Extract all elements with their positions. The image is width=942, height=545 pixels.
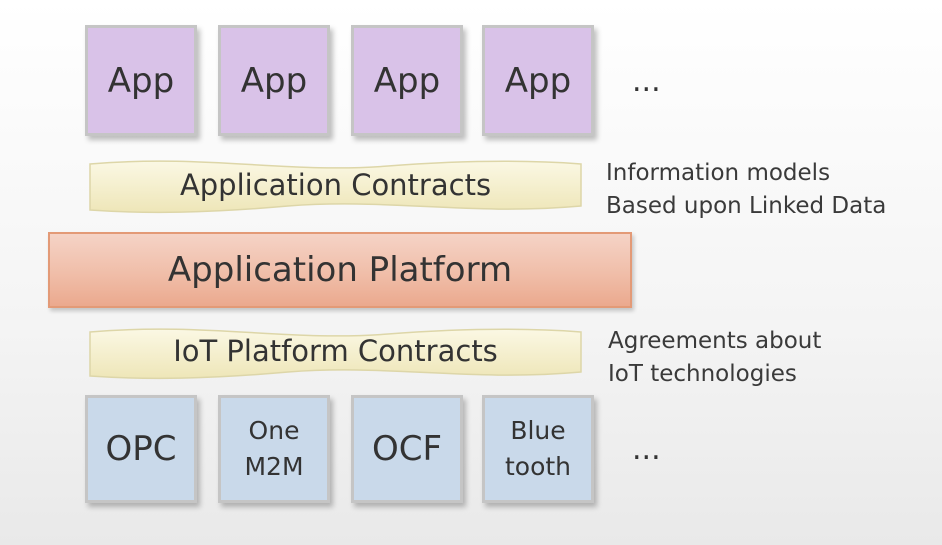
apps-more-ellipsis: ... [632,64,661,99]
tech-label: OCF [371,429,443,469]
tech-box-ocf: OCF [351,395,463,503]
tech-label-line2: tooth [504,452,572,481]
tech-label-line1: One [248,415,300,445]
app-box-4: App [482,25,594,136]
app-box-2: App [218,25,330,136]
app-label: App [373,60,441,101]
note-line: Agreements about [608,328,822,354]
tech-box-bluetooth: Blue tooth [482,395,594,503]
iot-platform-contracts-note: Agreements about IoT technologies [608,325,821,391]
tech-label-line2: M2M [244,452,304,481]
note-line: Information models [606,160,831,186]
app-label: App [107,60,175,101]
technologies-more-ellipsis: ... [632,432,661,467]
note-line: IoT technologies [608,361,797,387]
app-box-1: App [85,25,197,136]
app-label: App [240,60,308,101]
tech-box-onem2m: One M2M [218,395,330,503]
ribbon-shape [89,160,582,214]
app-label: App [504,60,572,101]
application-platform-bar: Application Platform [48,232,632,308]
iot-platform-contracts-ribbon: IoT Platform Contracts [88,326,583,380]
application-contracts-note: Information models Based upon Linked Dat… [606,157,886,223]
application-contracts-label: Application Contracts [179,168,492,202]
app-box-3: App [351,25,463,136]
tech-label: OPC [105,429,177,469]
application-platform-label: Application Platform [167,250,513,290]
tech-box-opc: OPC [85,395,197,503]
ribbon-shape [89,328,582,380]
application-contracts-ribbon: Application Contracts [88,158,583,214]
iot-platform-contracts-label: IoT Platform Contracts [173,334,498,368]
tech-label-line1: Blue [510,415,566,445]
note-line: Based upon Linked Data [606,193,887,219]
